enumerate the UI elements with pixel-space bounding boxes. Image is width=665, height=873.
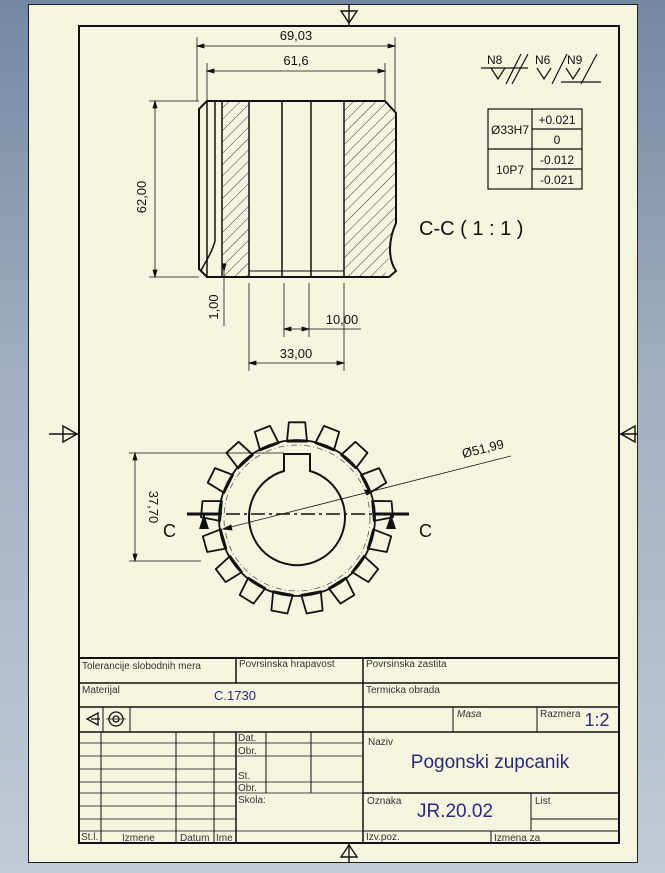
pitch-circle [223, 444, 371, 592]
gear-tooth [270, 590, 294, 615]
dim-height: 62,00 [134, 181, 149, 214]
tb-name-value: Pogonski zupcanik [411, 752, 570, 773]
gear-tooth [327, 576, 356, 605]
finish-label-n9: N9 [567, 53, 583, 67]
tb-protection-label: Povrsinska zastita [366, 659, 447, 670]
tb-ime-label: Ime [216, 833, 233, 844]
tb-name-label: Naziv [368, 737, 393, 748]
section-letter-right: C [419, 521, 432, 541]
tolerance-table [487, 108, 583, 190]
gear-tooth [286, 421, 308, 443]
gear-tooth [340, 440, 369, 470]
tb-material-value: C.1730 [214, 688, 256, 703]
gear-tooth [366, 528, 393, 553]
surface-finish-symbols [481, 53, 601, 85]
gear-tooth [225, 440, 254, 470]
tol-upper-2: -0.012 [540, 153, 574, 167]
gear-teeth [200, 421, 394, 615]
root-circle [218, 439, 376, 597]
dim-overall-width: 69,03 [280, 28, 313, 43]
gear-tooth [359, 467, 388, 494]
tb-changes-label: Izmene [122, 833, 155, 844]
section-view: 69,03 61,6 62,00 1,00 10,00 33,00 C-C ( … [134, 28, 523, 371]
tb-st-label: St. [238, 771, 250, 782]
tol-lower-2: -0.021 [540, 173, 574, 187]
tb-datum-label: Datum [180, 833, 209, 844]
tb-scale-value: 1:2 [584, 710, 609, 730]
gear-tooth [201, 528, 228, 553]
tb-mark-label: Oznaka [367, 796, 402, 807]
tb-obr2-label: Obr. [238, 783, 257, 794]
gear-tooth [350, 555, 380, 583]
tol-fit-2: 10P7 [496, 163, 524, 177]
tol-fit-1: Ø33H7 [491, 123, 529, 137]
finish-label-n8: N8 [487, 53, 503, 67]
section-title: C-C ( 1 : 1 ) [419, 218, 523, 240]
tb-obr-label: Obr. [238, 746, 257, 757]
tb-mass-label: Masa [457, 709, 482, 720]
projection-symbol-icon [85, 711, 126, 727]
dim-keyway-depth: 37,70 [146, 491, 161, 524]
tb-school-label: Skola: [238, 795, 266, 806]
tb-mark-value: JR.20.02 [417, 801, 493, 822]
front-view: C C Ø51,99 37,70 [129, 421, 512, 615]
dim-inner-width: 61,6 [283, 53, 308, 68]
dim-keyway-width: 10,00 [326, 312, 359, 327]
title-block [79, 657, 619, 843]
hatch-right [344, 101, 396, 277]
dim-bore: 33,00 [280, 346, 313, 361]
drawing-canvas: 69,03 61,6 62,00 1,00 10,00 33,00 C-C ( … [49, 5, 649, 862]
drawing-sheet: 69,03 61,6 62,00 1,00 10,00 33,00 C-C ( … [28, 4, 649, 863]
centering-mark-left [49, 424, 79, 444]
tb-tolerance-label: Tolerancije slobodnih mera [82, 661, 201, 672]
finish-label-n6: N6 [535, 53, 551, 67]
section-letter-left: C [163, 521, 176, 541]
tb-replace-label: Izmena za [494, 833, 541, 844]
tb-stl-label: St.l. [81, 832, 98, 843]
gear-tooth [300, 590, 324, 615]
tol-lower-1: 0 [554, 133, 561, 147]
bore-with-keyway [248, 453, 346, 567]
tol-upper-1: +0.021 [538, 113, 575, 127]
dim-outer-diameter: Ø51,99 [460, 436, 505, 461]
dim-chamfer: 1,00 [206, 294, 221, 319]
centering-mark-top [339, 5, 359, 26]
tb-material-label: Materijal [82, 685, 120, 696]
gear-tooth [238, 576, 267, 605]
gear-tooth [206, 467, 235, 494]
gear-tooth [200, 500, 223, 522]
centering-mark-right [619, 424, 649, 444]
gear-tooth [371, 500, 394, 522]
tb-roughness-label: Povrsinska hrapavost [239, 659, 335, 670]
centering-mark-bottom [339, 843, 359, 862]
gear-tooth [253, 424, 280, 452]
gear-tooth [314, 424, 341, 452]
tb-scale-label: Razmera [540, 709, 581, 720]
hatch-left [222, 101, 249, 277]
tb-date-label: Dat. [238, 733, 256, 744]
tooth-profile-left [200, 101, 216, 272]
tb-izvpoz-label: Izv.poz. [366, 832, 400, 843]
tb-heat-label: Termicka obrada [366, 685, 440, 696]
tb-sheet-label: List [535, 796, 551, 807]
gear-tooth [214, 555, 244, 583]
